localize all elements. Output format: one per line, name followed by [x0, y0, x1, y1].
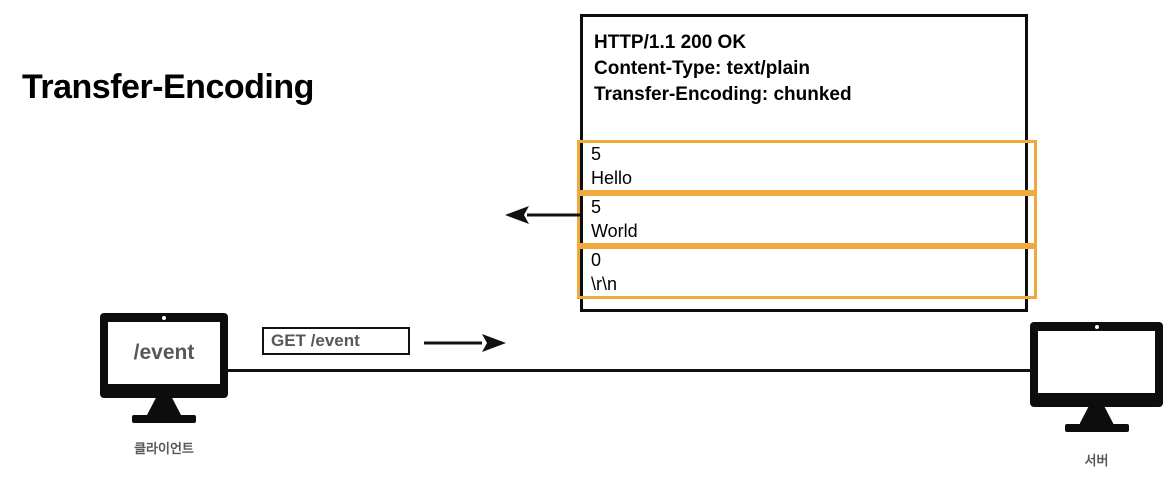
chunk-content: 5 Hello — [591, 142, 1021, 190]
http-response-headers: HTTP/1.1 200 OK Content-Type: text/plain… — [594, 30, 1024, 108]
chunk-box — [577, 246, 1037, 299]
chunk-body: World — [591, 221, 638, 241]
client-label: 클라이언트 — [134, 441, 194, 456]
monitor-neck — [1079, 407, 1114, 424]
server-label: 서버 — [1084, 453, 1109, 468]
chunk-size: 0 — [591, 250, 602, 270]
webcam-dot-icon — [162, 316, 166, 320]
http-response-box — [580, 14, 1028, 312]
page-title: Transfer-Encoding — [22, 68, 314, 106]
response-arrow-left-icon — [505, 206, 583, 224]
response-header-content-type: Content-Type: text/plain — [594, 58, 811, 79]
chunk-content: 0 \r\n — [591, 248, 1021, 296]
request-arrow-right-icon — [424, 334, 506, 352]
response-header-transfer-encoding: Transfer-Encoding: chunked — [594, 84, 852, 105]
chunk-size: 5 — [591, 144, 602, 164]
chunk-box — [577, 193, 1037, 246]
monitor-bezel: /event — [100, 313, 228, 398]
response-status-line: HTTP/1.1 200 OK — [594, 32, 747, 53]
chunk-content: 5 World — [591, 195, 1021, 243]
monitor-neck — [147, 398, 181, 415]
chunk-body: Hello — [591, 168, 633, 188]
monitor-screen: /event — [108, 322, 220, 384]
webcam-dot-icon — [1094, 325, 1099, 329]
monitor-bezel — [1030, 322, 1163, 407]
network-connection-line — [222, 369, 1034, 372]
chunk-box — [577, 140, 1037, 193]
request-label-text: GET /event — [271, 331, 360, 350]
request-label-box: GET /event — [262, 327, 410, 355]
monitor-base — [1064, 424, 1129, 432]
chunk-size: 5 — [591, 197, 602, 217]
chunk-body: \r\n — [591, 274, 618, 294]
monitor-screen — [1038, 331, 1155, 393]
monitor-base — [132, 415, 196, 423]
client-screen-text: /event — [133, 341, 195, 364]
